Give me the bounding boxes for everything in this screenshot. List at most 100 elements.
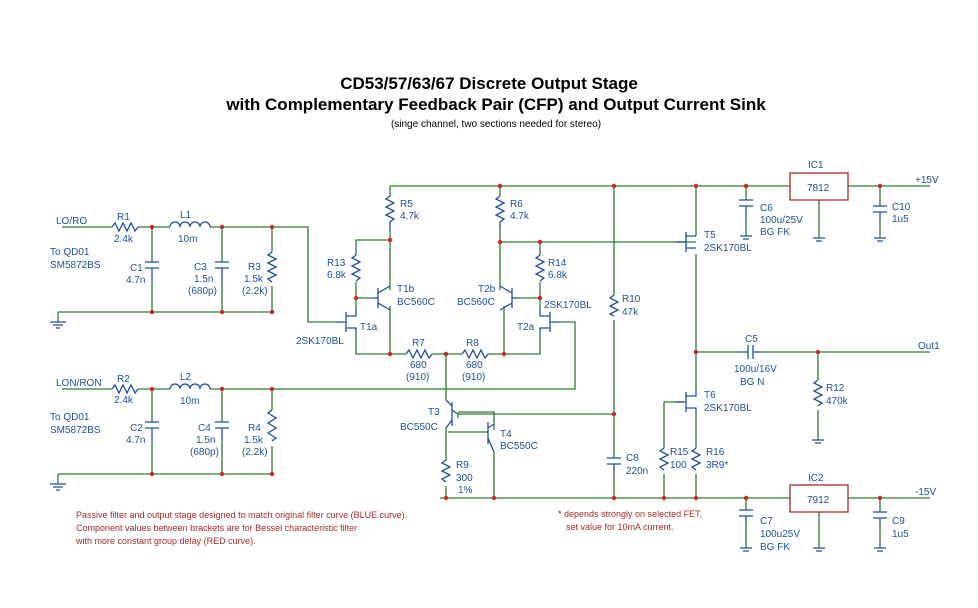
inductor-l1 bbox=[169, 221, 211, 228]
ground-symbols bbox=[50, 235, 886, 552]
label-t1a-ref: T1a bbox=[360, 322, 378, 333]
label-r4-val: 1.5k bbox=[244, 435, 264, 446]
ground-c7 bbox=[740, 547, 752, 552]
capacitor-c1 bbox=[145, 261, 159, 280]
title-line-2: with Complementary Feedback Pair (CFP) a… bbox=[225, 95, 766, 114]
label-c5-val: 100u/16V bbox=[734, 364, 777, 375]
label-t3-val: BC550C bbox=[400, 422, 438, 433]
transistor-t6 bbox=[676, 390, 697, 414]
resistor-r1 bbox=[111, 221, 139, 233]
label-l2-ref: L2 bbox=[180, 372, 192, 383]
label-t3-ref: T3 bbox=[428, 407, 440, 418]
label-ic1-val: 7812 bbox=[807, 183, 830, 194]
net-label-lo-ro: LO/RO bbox=[56, 216, 87, 227]
ground-ic1 bbox=[813, 237, 825, 242]
label-c4-ref: C4 bbox=[198, 423, 211, 434]
label-r8-val: 680 bbox=[466, 360, 483, 371]
capacitor-c6 bbox=[739, 199, 753, 215]
label-c6-val: 100u/25V bbox=[760, 215, 803, 226]
note-left-line-2: Component values between brackets are fo… bbox=[76, 523, 357, 533]
ground-c9 bbox=[874, 547, 886, 552]
label-c3-val: 1.5n bbox=[194, 274, 213, 285]
label-c8-val: 220n bbox=[626, 466, 648, 477]
label-c1-val: 4.7n bbox=[126, 275, 145, 286]
label-r15-ref: R15 bbox=[670, 447, 689, 458]
capacitor-c4 bbox=[215, 421, 229, 440]
resistor-r5 bbox=[384, 195, 396, 230]
regulator-ic2 bbox=[789, 484, 849, 513]
label-l1-val: 10m bbox=[178, 234, 197, 245]
resistor-r16 bbox=[690, 447, 702, 471]
label-ic1-ref: IC1 bbox=[808, 160, 824, 171]
label-r12-ref: R12 bbox=[826, 383, 845, 394]
label-c5-ref: C5 bbox=[745, 334, 758, 345]
label-r6-val: 4.7k bbox=[510, 211, 530, 222]
capacitor-c7 bbox=[739, 509, 753, 524]
label-c1-ref: C1 bbox=[130, 263, 143, 274]
ground-r12 bbox=[812, 439, 824, 444]
net-label-minus15: -15V bbox=[915, 487, 936, 498]
net-label-sm-a: SM5872BS bbox=[50, 260, 101, 271]
label-r16-ref: R16 bbox=[706, 447, 725, 458]
label-c7-alt: BG FK bbox=[760, 542, 790, 553]
capacitor-c5 bbox=[738, 345, 762, 359]
label-r12-val: 470k bbox=[826, 396, 849, 407]
label-r13-ref: R13 bbox=[327, 258, 346, 269]
label-r9-ref: R9 bbox=[456, 460, 469, 471]
resistor-r3 bbox=[266, 251, 278, 283]
label-c5-alt: BG N bbox=[740, 377, 764, 388]
label-t2a-val: 2SK170BL bbox=[544, 300, 592, 311]
label-c2-ref: C2 bbox=[130, 423, 143, 434]
resistor-symbols bbox=[111, 195, 824, 483]
resistor-r2 bbox=[111, 383, 139, 395]
label-r1-val: 2.4k bbox=[114, 234, 134, 245]
transistor-t4 bbox=[486, 422, 495, 453]
label-c4-alt: (680p) bbox=[190, 447, 219, 458]
net-label-to-qd01-a: To QD01 bbox=[50, 247, 90, 258]
label-t2b-ref: T2b bbox=[478, 284, 496, 295]
ground-ic2 bbox=[813, 547, 825, 552]
label-r13-val: 6.8k bbox=[327, 270, 347, 281]
net-label-to-qd01-b: To QD01 bbox=[50, 412, 90, 423]
label-r8-ref: R8 bbox=[466, 338, 479, 349]
capacitor-c9 bbox=[873, 511, 887, 526]
resistor-r8 bbox=[461, 348, 489, 360]
resistor-r10 bbox=[608, 294, 620, 317]
label-c2-val: 4.7n bbox=[126, 435, 145, 446]
label-t6-val: 2SK170BL bbox=[704, 403, 752, 414]
label-t2a-ref: T2a bbox=[517, 322, 535, 333]
regulator-ic1 bbox=[789, 172, 849, 201]
label-t5-ref: T5 bbox=[704, 230, 716, 241]
label-r8-alt: (910) bbox=[462, 372, 485, 383]
net-label-plus15: +15V bbox=[915, 175, 939, 186]
label-t5-val: 2SK170BL bbox=[704, 243, 752, 254]
inductor-l2 bbox=[169, 383, 211, 390]
ground-c10 bbox=[874, 237, 886, 242]
net-label-out1: Out1 bbox=[918, 341, 940, 352]
label-c7-val: 100u25V bbox=[760, 529, 800, 540]
label-r6-ref: R6 bbox=[510, 199, 523, 210]
label-t4-ref: T4 bbox=[500, 429, 512, 440]
capacitor-symbols bbox=[145, 199, 887, 526]
label-r3-alt: (2.2k) bbox=[242, 286, 268, 297]
label-t6-ref: T6 bbox=[704, 390, 716, 401]
label-r2-val: 2.4k bbox=[114, 395, 134, 406]
label-ic2-val: 7912 bbox=[807, 495, 830, 506]
label-t4-val: BC550C bbox=[500, 441, 538, 452]
label-r15-val: 100 bbox=[670, 460, 687, 471]
label-r2-ref: R2 bbox=[117, 374, 130, 385]
label-r3-val: 1.5k bbox=[244, 274, 264, 285]
transistor-t2b bbox=[499, 285, 520, 311]
label-r16-val: 3R9* bbox=[706, 460, 728, 471]
capacitor-c2 bbox=[145, 421, 159, 440]
title-line-1: CD53/57/63/67 Discrete Output Stage bbox=[340, 74, 638, 93]
component-labels: R1 2.4k L1 10m C1 4.7n C3 1.5n (680p) R3… bbox=[114, 160, 911, 553]
label-r10-val: 47k bbox=[622, 307, 639, 318]
label-r5-val: 4.7k bbox=[400, 211, 420, 222]
label-r5-ref: R5 bbox=[400, 199, 413, 210]
label-r9-alt: 1% bbox=[458, 485, 473, 496]
resistor-r9 bbox=[440, 459, 452, 483]
label-r4-alt: (2.2k) bbox=[242, 447, 268, 458]
label-r9-val: 300 bbox=[456, 473, 473, 484]
